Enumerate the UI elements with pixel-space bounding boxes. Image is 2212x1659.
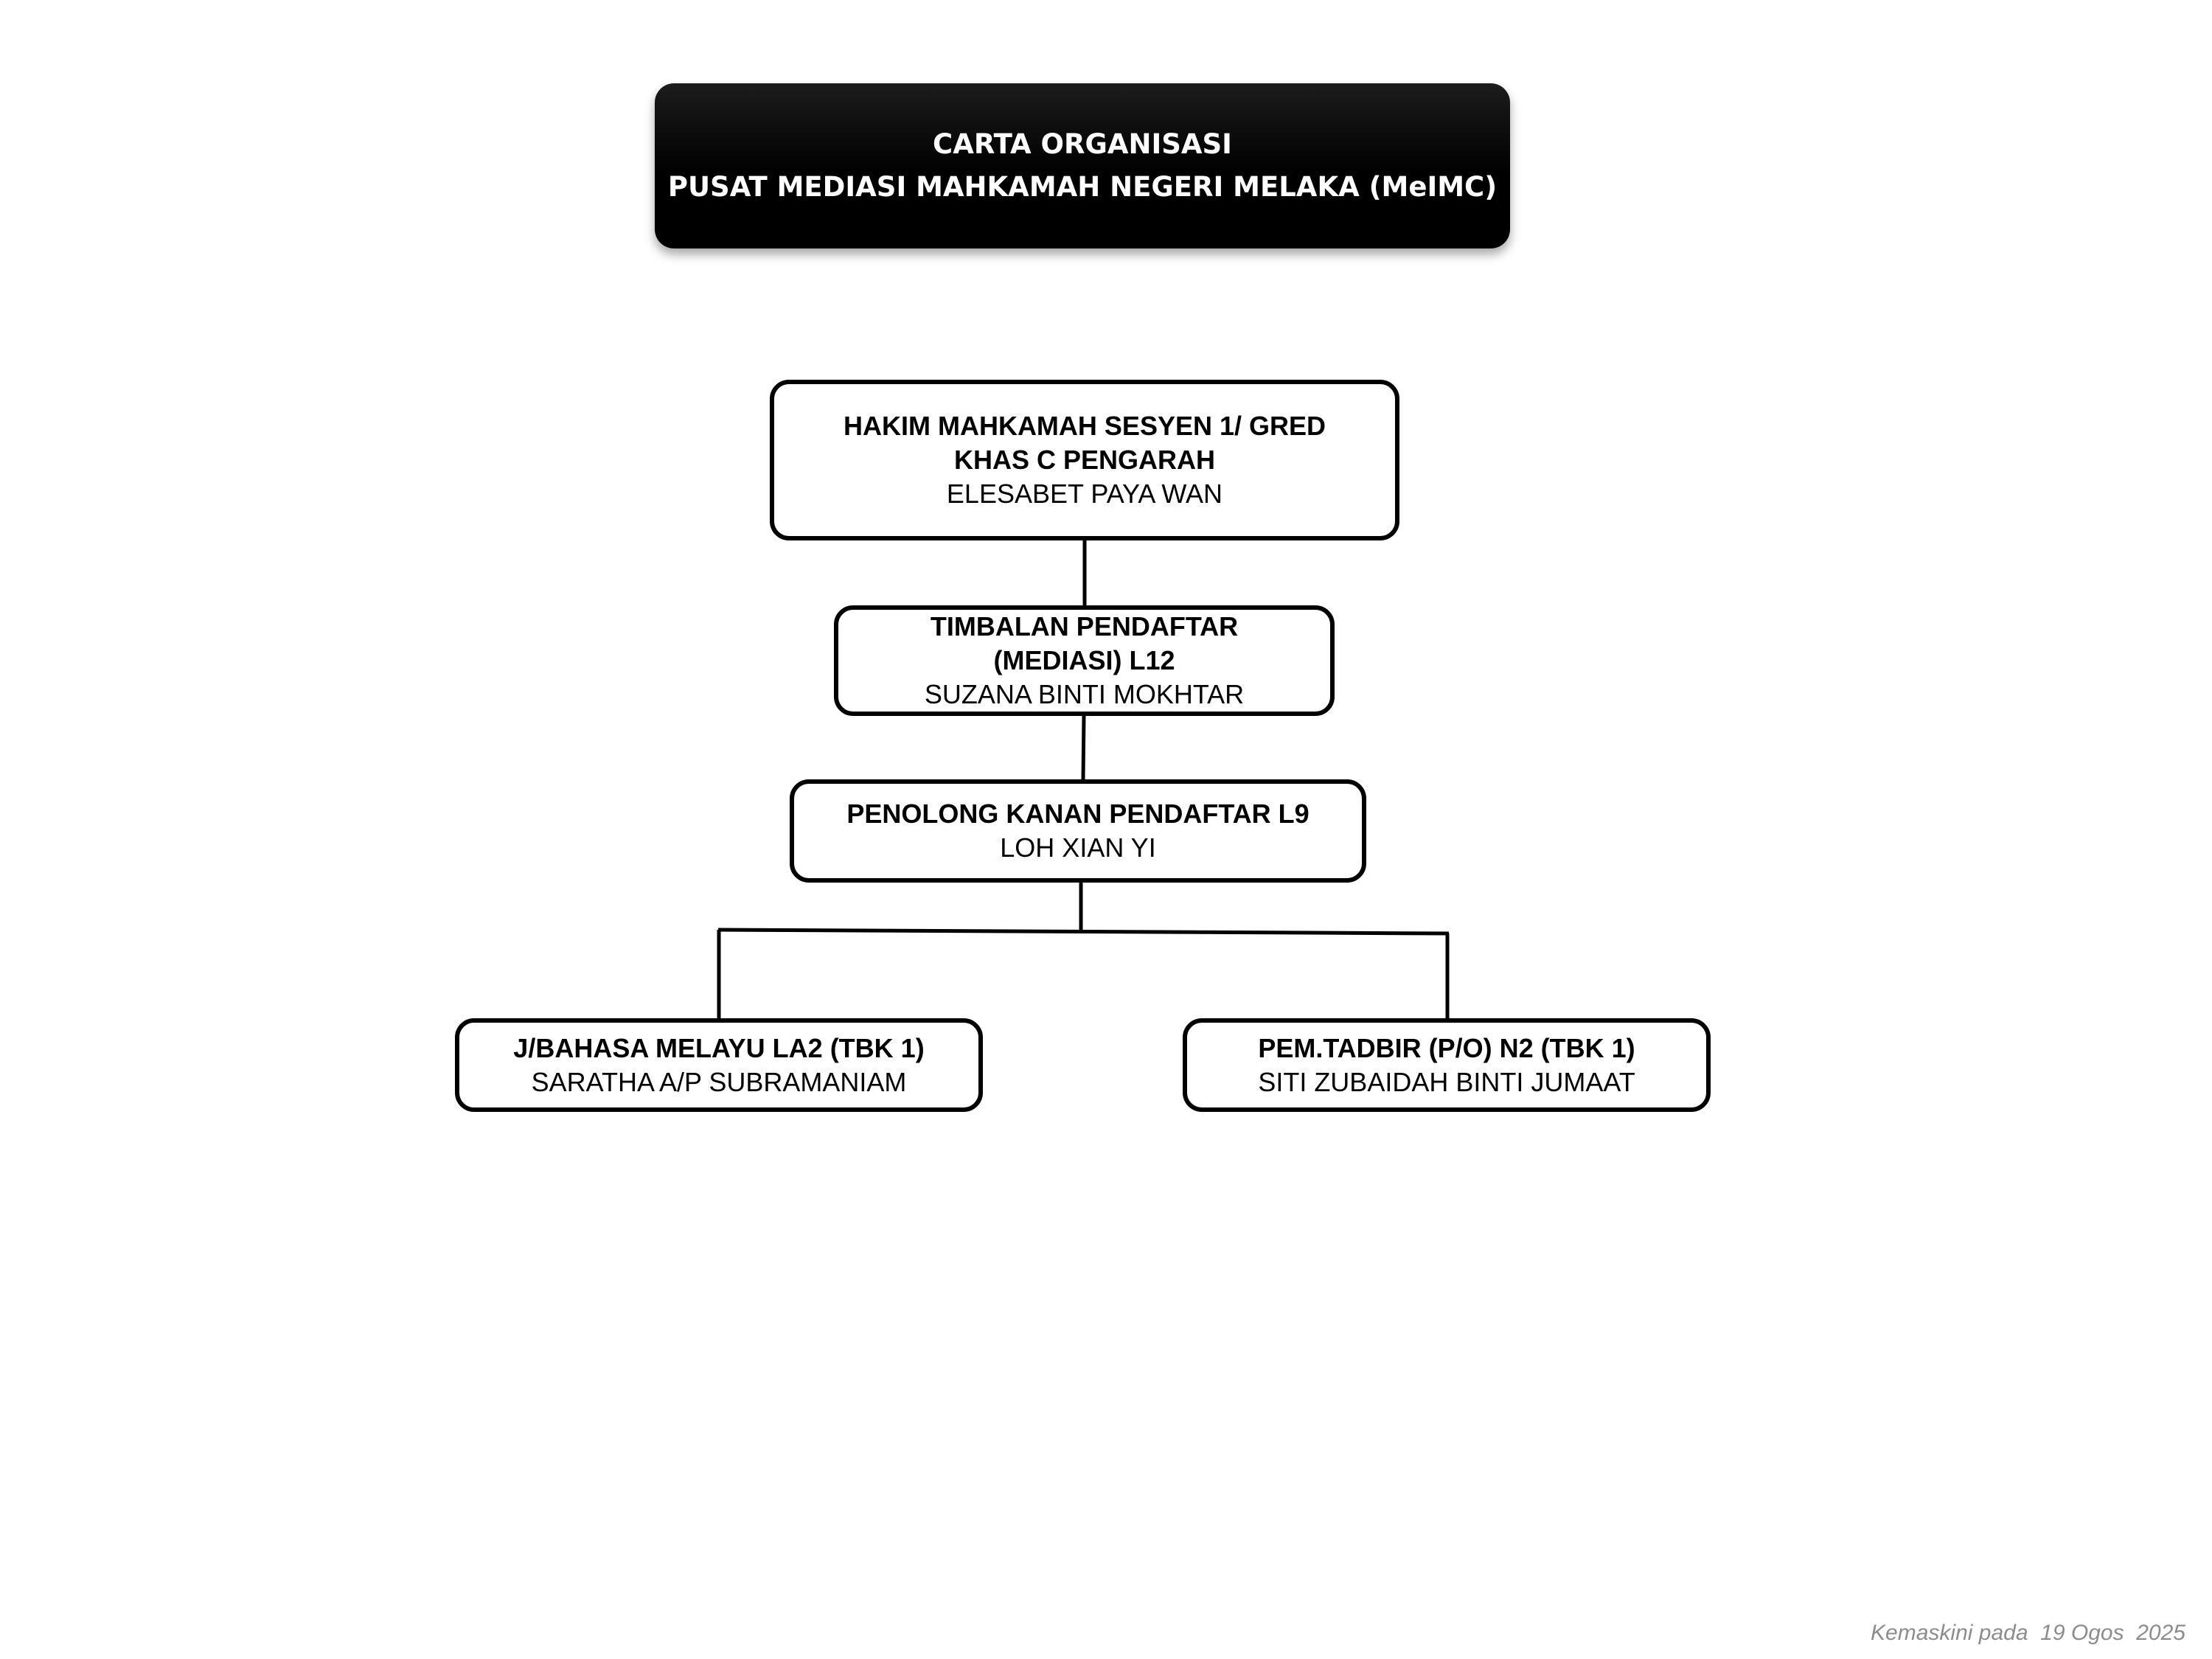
chart-subtitle: PUSAT MEDIASI MAHKAMAH NEGERI MELAKA (Me… xyxy=(667,171,1498,203)
org-node-pembantu-tadbir: PEM.TADBIR (P/O) N2 (TBK 1) SITI ZUBAIDA… xyxy=(1183,1018,1711,1112)
org-node-penolong-kanan-pendaftar: PENOLONG KANAN PENDAFTAR L9 LOH XIAN YI xyxy=(790,779,1366,883)
org-node-jurubahasa: J/BAHASA MELAYU LA2 (TBK 1) SARATHA A/P … xyxy=(455,1018,983,1112)
node-role: TIMBALAN PENDAFTAR (MEDIASI) L12 xyxy=(930,611,1239,675)
node-role: HAKIM MAHKAMAH SESYEN 1/ GRED KHAS C PEN… xyxy=(843,411,1326,475)
last-updated-note: Kemaskini pada 19 Ogos 2025 xyxy=(1871,1621,2185,1645)
org-node-timbalan-pendaftar: TIMBALAN PENDAFTAR (MEDIASI) L12 SUZANA … xyxy=(834,605,1335,716)
chart-title-banner: CARTA ORGANISASI PUSAT MEDIASI MAHKAMAH … xyxy=(655,83,1510,248)
node-person-name: ELESABET PAYA WAN xyxy=(946,479,1223,509)
node-person-name: SUZANA BINTI MOKHTAR xyxy=(924,679,1245,709)
chart-title: CARTA ORGANISASI xyxy=(933,128,1232,160)
node-role: J/BAHASA MELAYU LA2 (TBK 1) xyxy=(513,1032,925,1063)
node-role: PEM.TADBIR (P/O) N2 (TBK 1) xyxy=(1258,1032,1635,1063)
org-node-hakim: HAKIM MAHKAMAH SESYEN 1/ GRED KHAS C PEN… xyxy=(770,380,1399,540)
node-person-name: LOH XIAN YI xyxy=(1000,832,1156,863)
connector-horizontal-branch xyxy=(717,928,1450,936)
connector-timbalan-penolong xyxy=(1081,715,1086,780)
node-person-name: SARATHA A/P SUBRAMANIAM xyxy=(531,1066,907,1097)
node-person-name: SITI ZUBAIDAH BINTI JUMAAT xyxy=(1258,1066,1635,1097)
node-role: PENOLONG KANAN PENDAFTAR L9 xyxy=(846,799,1310,829)
